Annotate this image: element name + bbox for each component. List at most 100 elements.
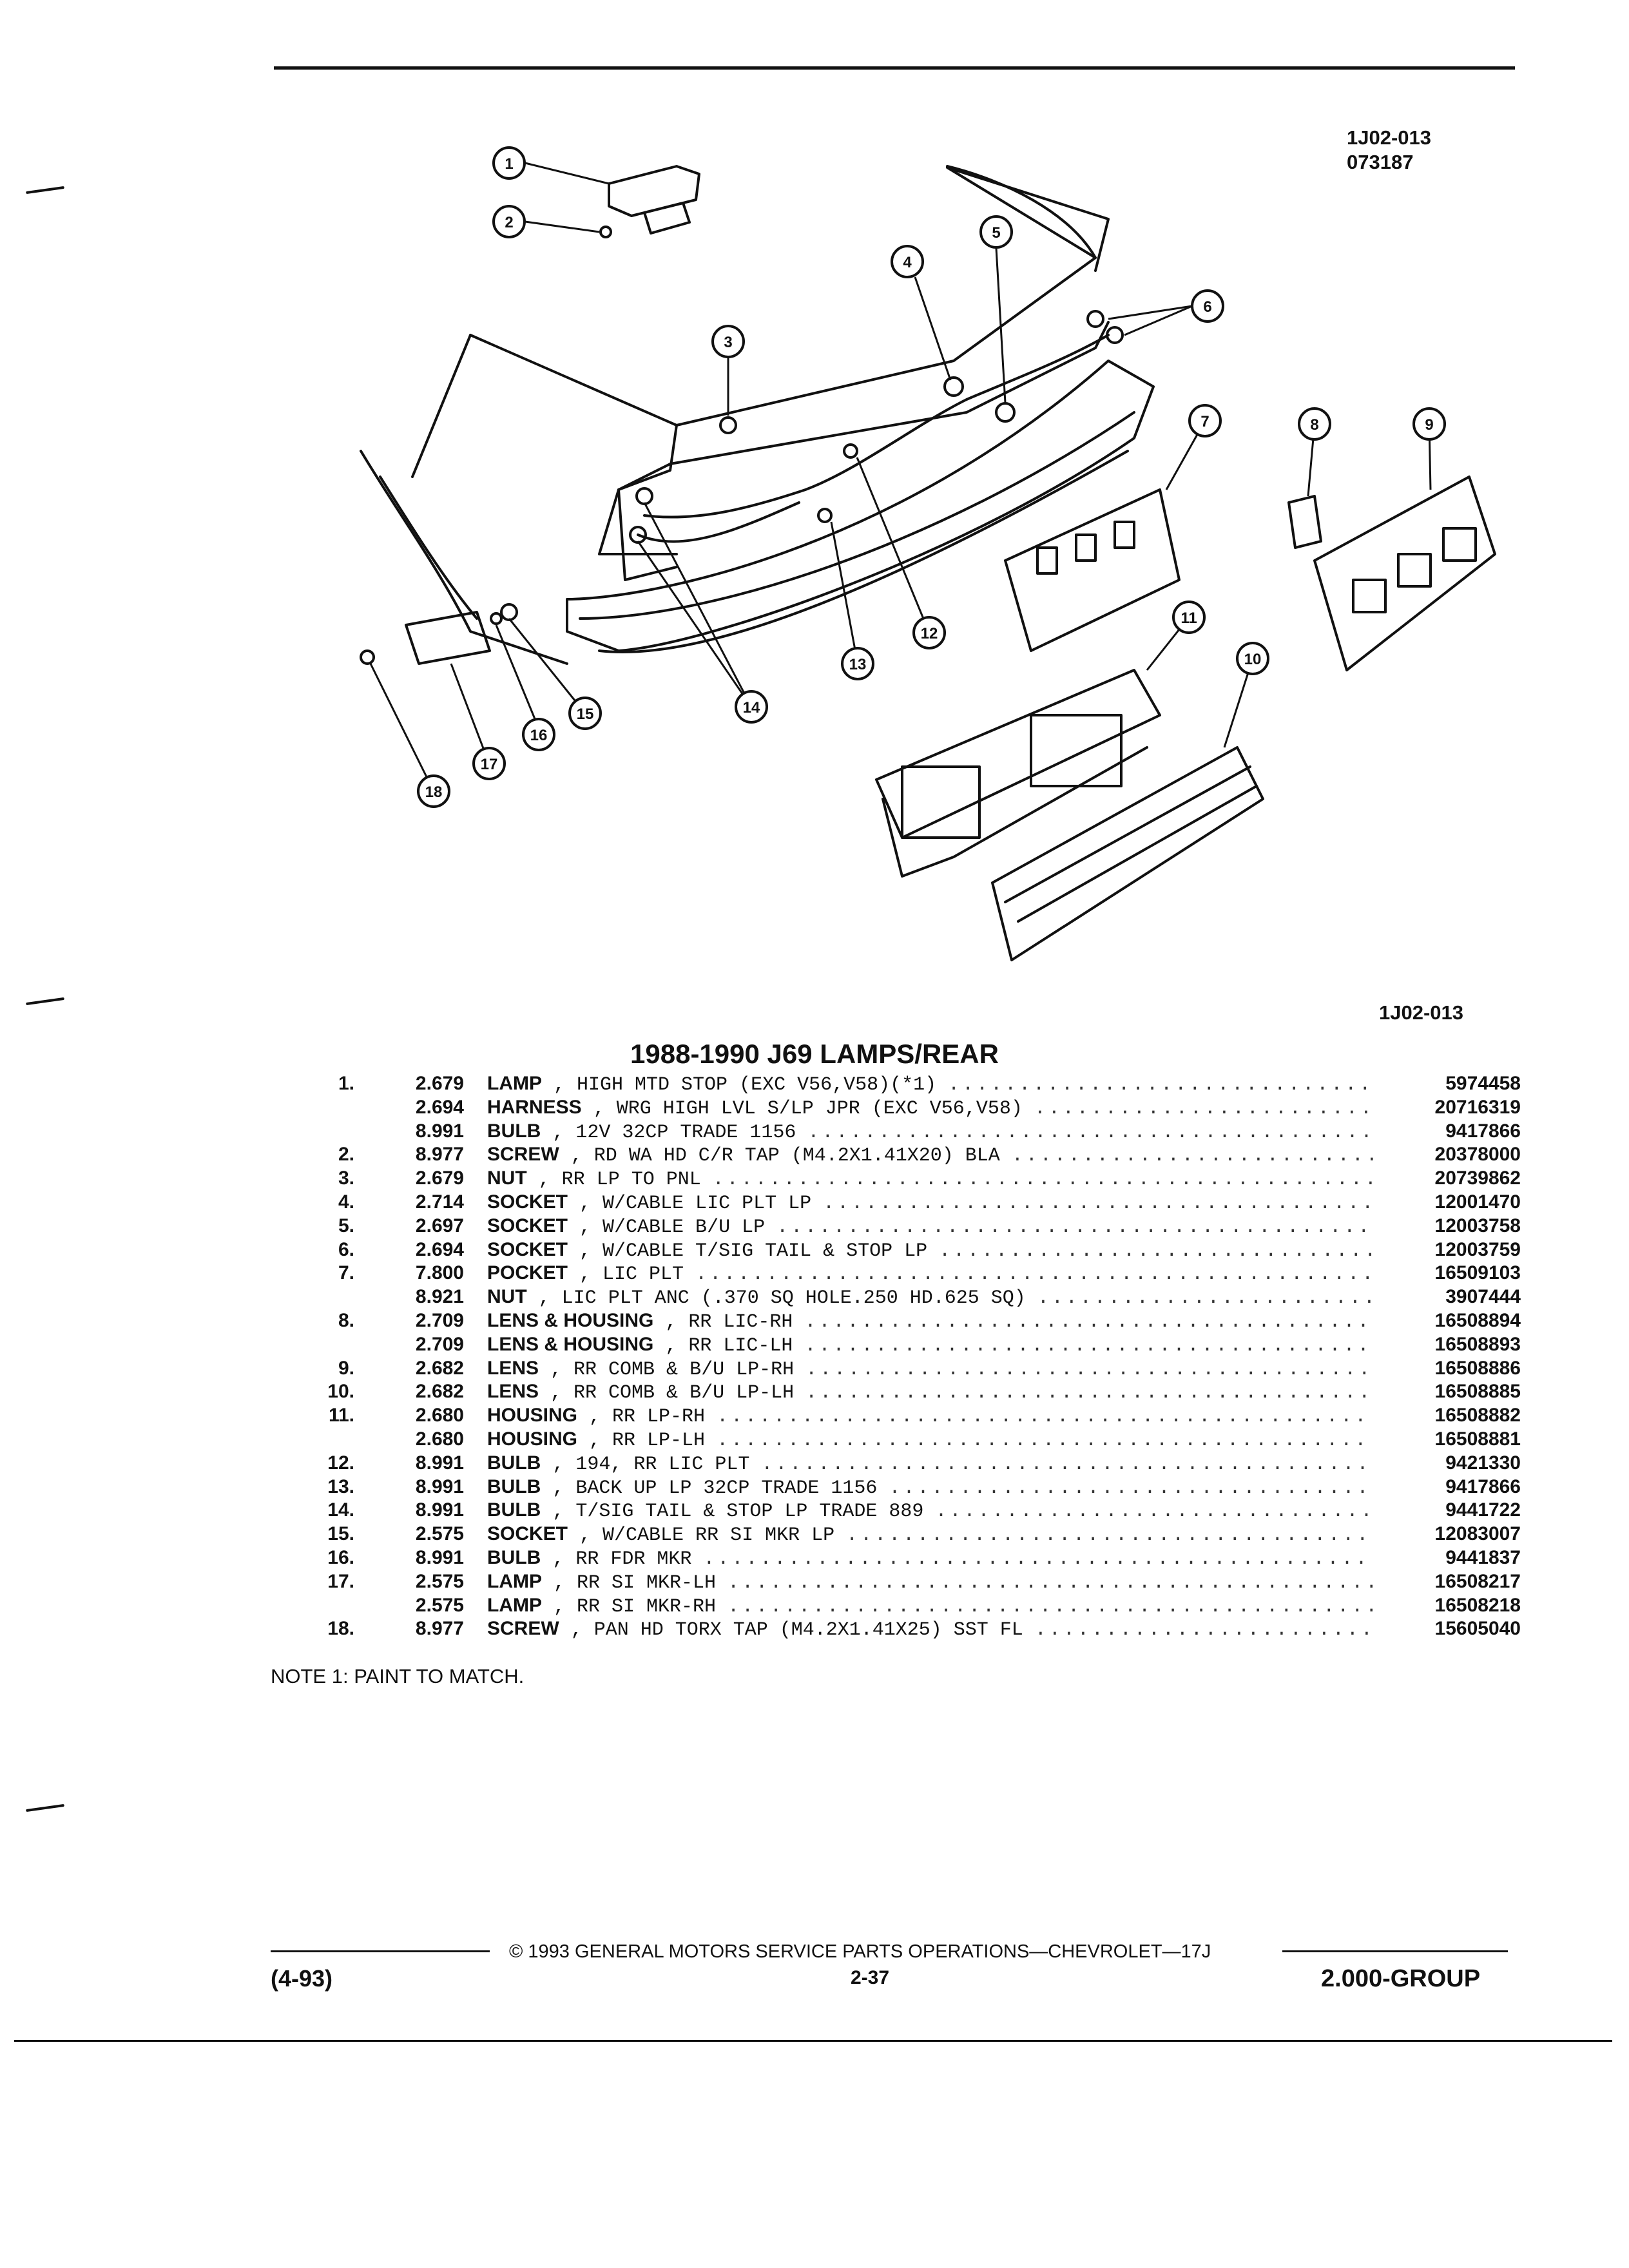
leader-dots: ........................................… [807, 1121, 1373, 1144]
group-code: 2.575 [415, 1594, 464, 1616]
part-name: SOCKET [487, 1238, 568, 1260]
part-name: LENS [487, 1357, 539, 1379]
part-description: BULB , T/SIG TAIL & STOP LP TRADE 889 ..… [487, 1499, 1373, 1524]
high-mount-stop-lamp [608, 165, 700, 217]
leader-dots: ........................................… [728, 1595, 1373, 1618]
part-description: SCREW , RD WA HD C/R TAP (M4.2X1.41X20) … [487, 1143, 1373, 1168]
part-description: LENS & HOUSING , RR LIC-LH .............… [487, 1333, 1373, 1358]
part-description: SCREW , PAN HD TORX TAP (M4.2X1.41X25) S… [487, 1617, 1373, 1642]
leader-dots: ........................................… [804, 1334, 1373, 1357]
trunk-opening [617, 321, 1110, 491]
part-description: BULB , RR FDR MKR ......................… [487, 1546, 1373, 1571]
part-name: BULB [487, 1452, 541, 1474]
part-description: SOCKET , W/CABLE T/SIG TAIL & STOP LP ..… [487, 1238, 1373, 1264]
part-number: 20378000 [1434, 1144, 1521, 1166]
part-detail: , RR LP TO PNL [538, 1169, 701, 1191]
part-number: 15605040 [1434, 1618, 1521, 1640]
leader-dots: ........................................… [948, 1074, 1373, 1096]
group-code: 2.679 [415, 1073, 464, 1094]
group-code: 8.977 [415, 1618, 464, 1640]
part-number: 16508893 [1434, 1333, 1521, 1355]
part-number: 12003759 [1434, 1238, 1521, 1260]
leader-dots: ........................................… [1034, 1619, 1373, 1642]
part-number: 16508894 [1434, 1309, 1521, 1331]
part-detail: , 12V 32CP TRADE 1156 [552, 1121, 796, 1144]
leader-dots: ........................................… [717, 1406, 1373, 1428]
group-code: 2.697 [415, 1215, 464, 1236]
part-detail: , LIC PLT [579, 1264, 684, 1286]
part-description: LENS , RR COMB & B/U LP-RH .............… [487, 1357, 1373, 1382]
part-name: LAMP [487, 1570, 542, 1592]
part-number: 20716319 [1434, 1096, 1521, 1118]
part-number: 12003758 [1434, 1215, 1521, 1236]
page-title: 1988-1990 J69 LAMPS/REAR [630, 1039, 999, 1069]
footer-rule-left [271, 1950, 490, 1952]
socket-15 [500, 603, 518, 621]
item-number: 3. [338, 1168, 354, 1189]
part-description: SOCKET , W/CABLE B/U LP ................… [487, 1215, 1373, 1240]
part-number: 9441722 [1445, 1499, 1521, 1521]
leader-dots: ........................................… [776, 1216, 1373, 1238]
item-number: 15. [327, 1523, 354, 1545]
callout-number: 18 [425, 783, 443, 801]
group-code: 8.991 [415, 1452, 464, 1474]
part-detail: , RR COMB & B/U LP-RH [550, 1358, 795, 1381]
callout-16 [522, 718, 555, 751]
callouts [417, 146, 1446, 808]
group-code: 7.800 [415, 1262, 464, 1284]
group-code: 2.714 [415, 1191, 464, 1213]
part-description: NUT , RR LP TO PNL .....................… [487, 1167, 1373, 1192]
part-detail: , 194, RR LIC PLT [552, 1453, 750, 1475]
callout-8 [1298, 407, 1331, 441]
item-number: 13. [327, 1475, 354, 1497]
part-name: POCKET [487, 1262, 568, 1284]
footnote: NOTE 1: PAINT TO MATCH. [271, 1665, 525, 1687]
rear-window-edge [946, 165, 1097, 259]
part-detail: , RR SI MKR-LH [554, 1571, 717, 1594]
callout-18 [417, 774, 450, 808]
callout-number: 5 [992, 224, 1000, 242]
part-detail: , RR LIC-LH [665, 1334, 793, 1357]
part-number: 16509103 [1434, 1262, 1521, 1284]
callout-15 [568, 697, 602, 730]
callout-number: 4 [903, 254, 912, 271]
drawing-date-code: 073187 [1347, 151, 1414, 173]
group-code: 8.991 [415, 1546, 464, 1568]
bulb-16 [490, 612, 503, 625]
part-number: 16508886 [1434, 1357, 1521, 1379]
part-description: HOUSING , RR LP-LH .....................… [487, 1428, 1373, 1453]
group-number: 2.000-GROUP [1321, 1965, 1481, 1992]
part-number: 20739862 [1434, 1168, 1521, 1189]
leader-dots: ........................................… [728, 1571, 1373, 1594]
part-description: LENS , RR COMB & B/U LP-LH .............… [487, 1380, 1373, 1405]
part-description: POCKET , LIC PLT .......................… [487, 1262, 1373, 1287]
group-code: 2.682 [415, 1381, 464, 1403]
part-detail: , W/CABLE B/U LP [579, 1216, 766, 1238]
group-code: 8.991 [415, 1475, 464, 1497]
part-description: BULB , BACK UP LP 32CP TRADE 1156 ......… [487, 1475, 1373, 1501]
group-code: 2.694 [415, 1096, 464, 1118]
part-number: 9421330 [1445, 1452, 1521, 1474]
part-number: 5974458 [1445, 1073, 1521, 1094]
part-number: 16508217 [1434, 1570, 1521, 1592]
group-code: 2.709 [415, 1333, 464, 1355]
group-code: 2.575 [415, 1523, 464, 1545]
callout-number: 16 [530, 727, 548, 744]
callout-number: 12 [921, 625, 938, 642]
socket-6b [1106, 326, 1124, 344]
parts-row: 13. 8.991 BULB , BACK UP LP 32CP TRADE 115… [258, 1475, 1521, 1499]
part-name: HOUSING [487, 1428, 578, 1450]
part-name: LAMP [487, 1073, 542, 1094]
part-number: 9417866 [1445, 1475, 1521, 1497]
callout-2 [492, 205, 526, 238]
top-rule [274, 66, 1515, 70]
